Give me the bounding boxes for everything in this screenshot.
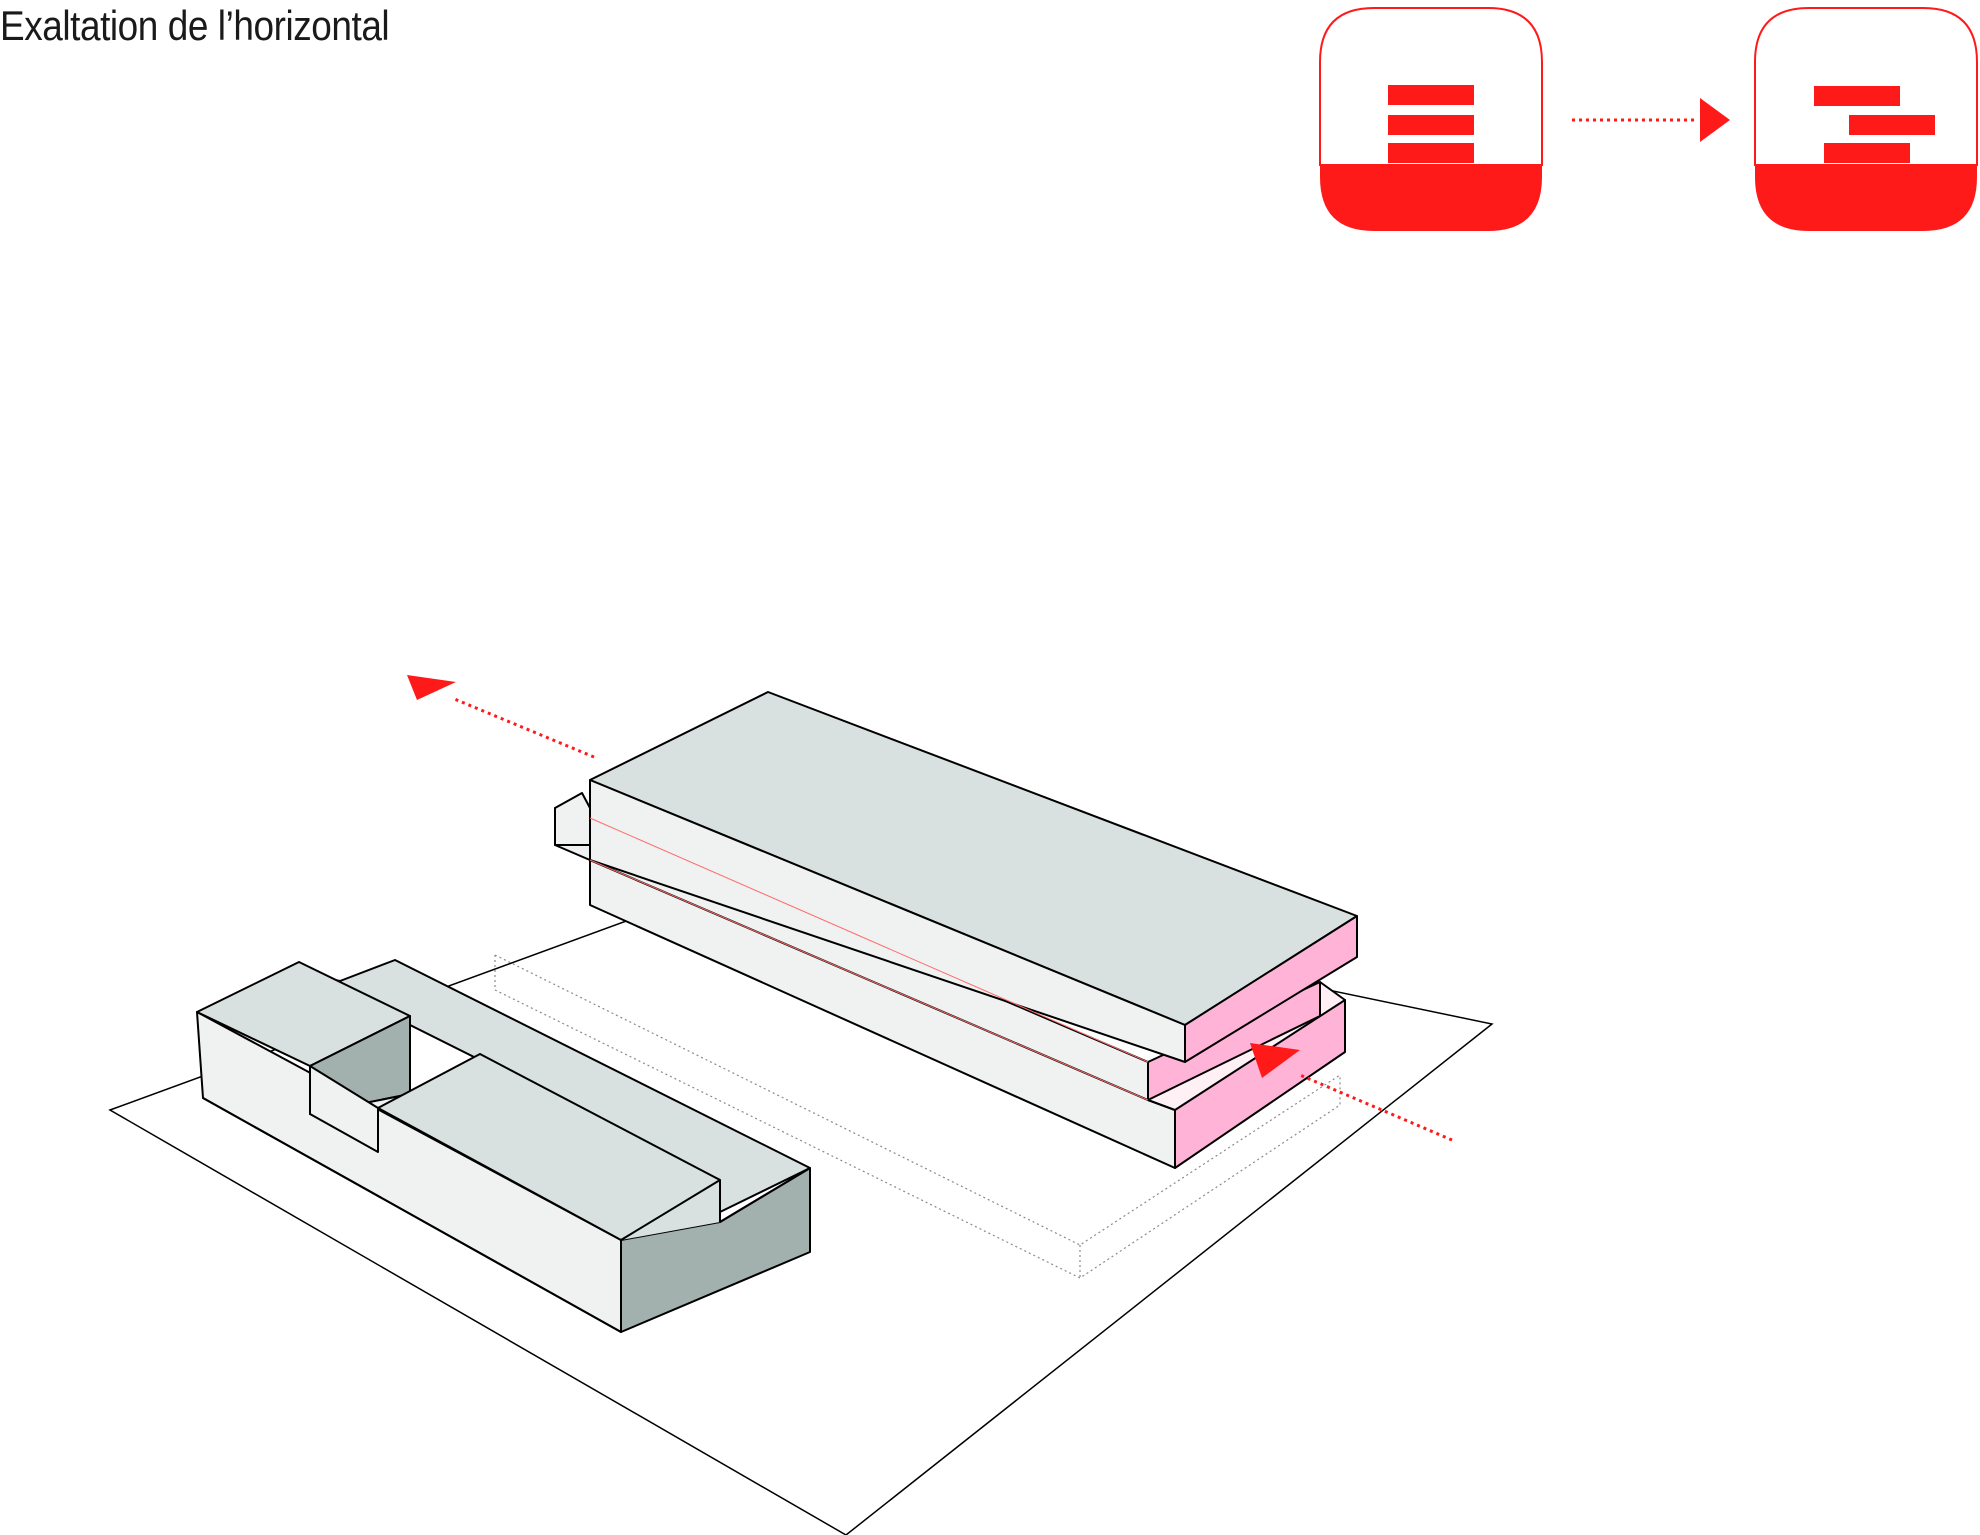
slab-top-pink-end	[1184, 915, 1358, 1063]
ghost-volume-outline	[494, 954, 1341, 1279]
diagram-title: Exaltation de l’horizontal	[0, 2, 390, 49]
flow-arrow-right	[1250, 1043, 1453, 1142]
flow-arrow-left	[407, 675, 595, 759]
transition-arrow-icon	[1572, 98, 1730, 142]
stacked-bars-icon	[1319, 7, 1543, 231]
existing-building	[196, 959, 811, 1333]
new-building	[554, 691, 1358, 1169]
legend	[1319, 7, 1978, 231]
slab-middle-left-end	[554, 792, 591, 846]
shifted-bars-icon	[1754, 7, 1978, 231]
